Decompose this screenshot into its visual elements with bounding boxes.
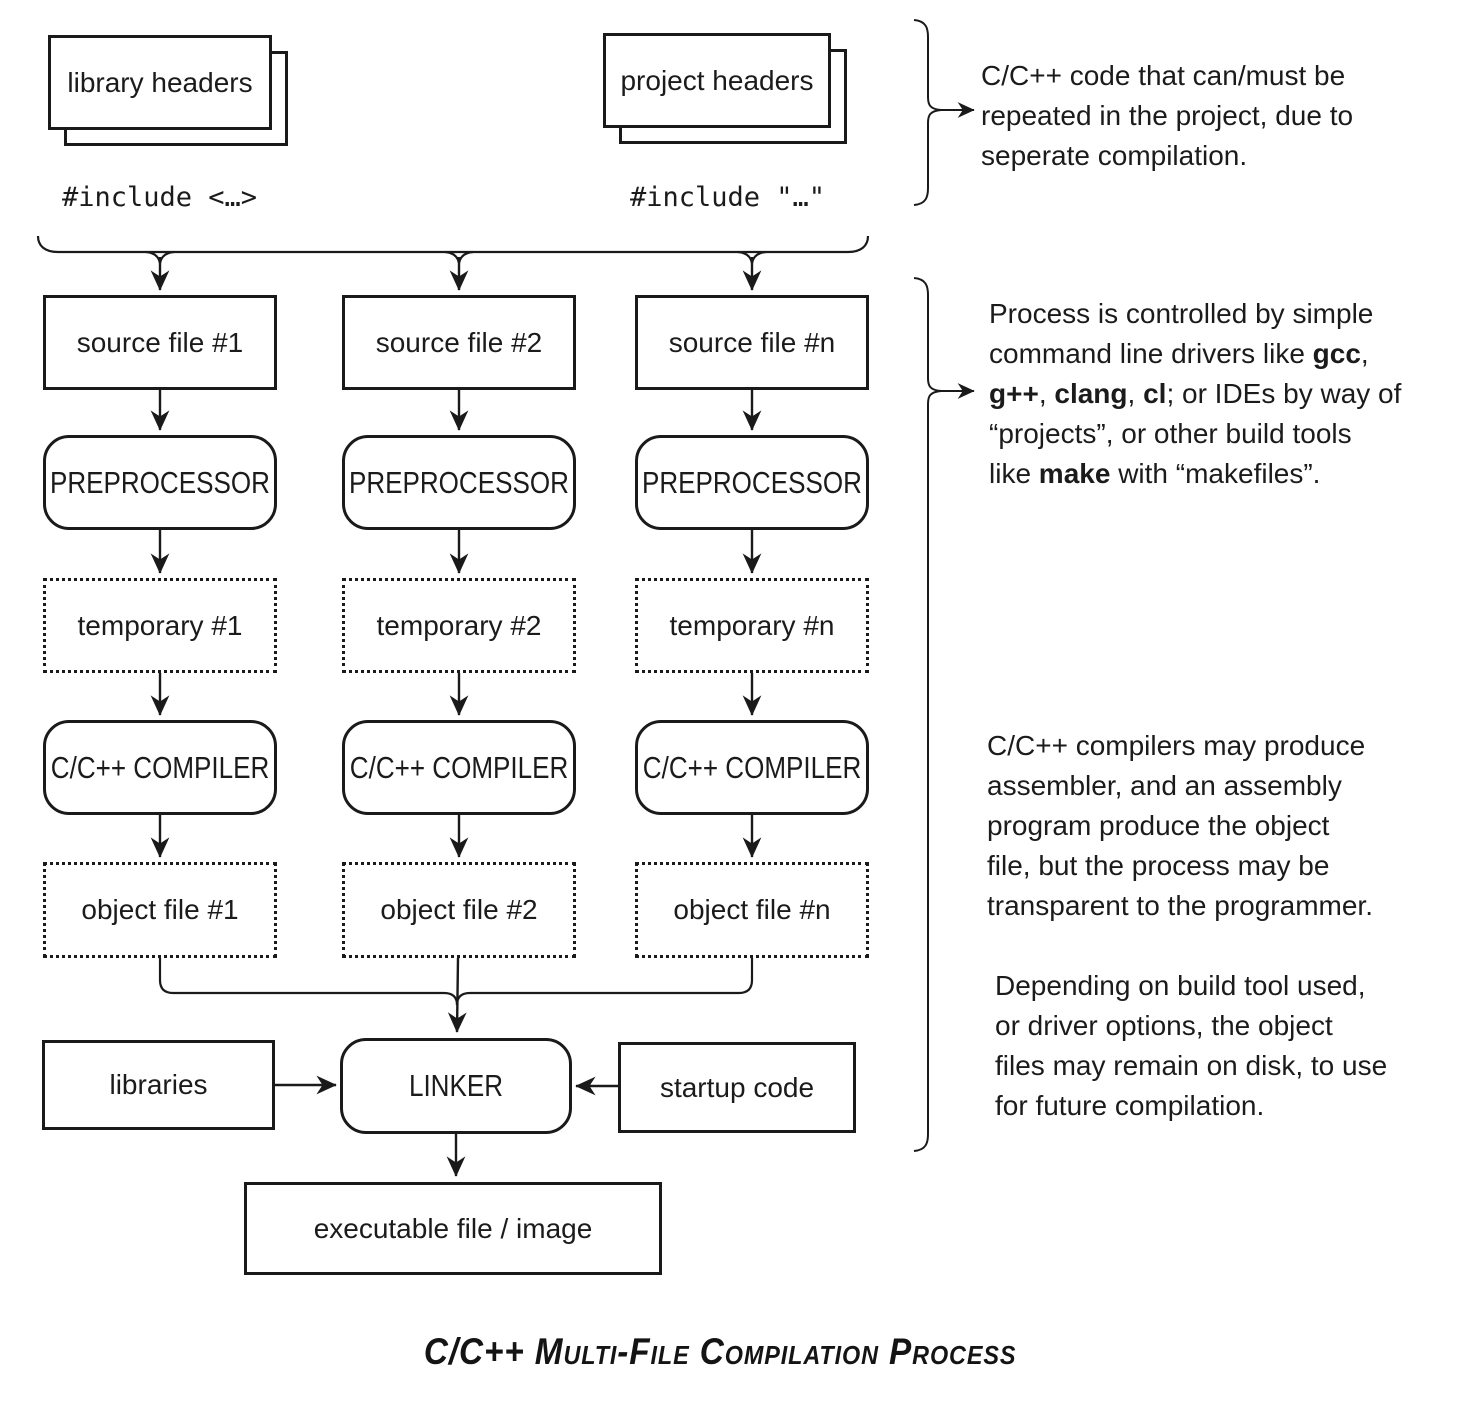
merge-center-arrow <box>447 957 467 1033</box>
diagram-title-row: C/C++ Multi-File Compilation Process <box>0 1331 1440 1373</box>
project-headers-front: project headers <box>603 33 831 128</box>
preprocessor-2-box: PREPROCESSOR <box>342 435 576 530</box>
object-merge-lines <box>158 957 754 1033</box>
annotation-line: program produce the object <box>987 810 1330 841</box>
preprocessor-1-label: PREPROCESSOR <box>50 464 270 500</box>
project-headers-box: project headers <box>603 33 847 144</box>
object-file-1-label: object file #1 <box>81 894 239 925</box>
object-file-2-label: object file #2 <box>380 894 538 925</box>
temporary-n-label: temporary #n <box>669 609 835 641</box>
startup-code-box: startup code <box>618 1042 856 1133</box>
annotation-line: “projects”, or other build tools <box>989 418 1352 449</box>
temporary-1-label: temporary #1 <box>77 609 243 641</box>
annotation-object-files: Depending on build tool used, or driver … <box>995 966 1387 1126</box>
annotation-line: g++, clang, cl; or IDEs by way of <box>989 378 1402 409</box>
annotation-line: seperate compilation. <box>981 140 1248 171</box>
project-headers-label: project headers <box>620 64 814 96</box>
compiler-1-box: C/C++ COMPILER <box>43 720 277 815</box>
drop-fillet-3 <box>737 250 767 264</box>
annotation-headers: C/C++ code that can/must be repeated in … <box>981 56 1353 176</box>
compiler-n-label: C/C++ COMPILER <box>642 749 862 785</box>
headers-brace <box>913 19 942 206</box>
preprocessor-2-label: PREPROCESSOR <box>349 464 569 500</box>
annotation-line: file, but the process may be <box>987 850 1330 881</box>
preprocessor-n-label: PREPROCESSOR <box>642 464 862 500</box>
object-file-n-box: object file #n <box>635 862 869 958</box>
annotation-line: repeated in the project, due to <box>981 100 1354 131</box>
process-brace <box>913 277 942 1152</box>
annotation-line: for future compilation. <box>995 1090 1265 1121</box>
drop-fillet-1 <box>145 250 175 264</box>
source-file-2-box: source file #2 <box>342 295 576 390</box>
library-headers-front: library headers <box>48 35 272 130</box>
temporary-2-label: temporary #2 <box>376 609 542 641</box>
executable-box: executable file / image <box>244 1182 662 1275</box>
object-file-2-box: object file #2 <box>342 862 576 958</box>
annotation-line: C/C++ code that can/must be <box>981 60 1346 91</box>
preprocessor-n-box: PREPROCESSOR <box>635 435 869 530</box>
source-file-1-label: source file #1 <box>76 326 244 358</box>
compiler-2-box: C/C++ COMPILER <box>342 720 576 815</box>
annotation-line: Depending on build tool used, <box>995 970 1366 1001</box>
diagram-title: C/C++ Multi-File Compilation Process <box>423 1331 1017 1372</box>
source-file-n-box: source file #n <box>635 295 869 390</box>
compiler-2-label: C/C++ COMPILER <box>349 749 569 785</box>
annotation-line: or driver options, the object <box>995 1010 1333 1041</box>
collector-line <box>36 235 870 254</box>
annotation-line: files may remain on disk, to use <box>995 1050 1388 1081</box>
object-file-n-label: object file #n <box>673 894 831 925</box>
library-include-directive: #include <…> <box>62 182 258 213</box>
libraries-box: libraries <box>42 1040 275 1130</box>
annotation-line: assembler, and an assembly <box>987 770 1342 801</box>
temporary-2-box: temporary #2 <box>342 578 576 673</box>
library-headers-label: library headers <box>67 66 253 98</box>
executable-label: executable file / image <box>313 1212 593 1244</box>
annotation-line: C/C++ compilers may produce <box>987 730 1366 761</box>
annotation-line: like make with “makefiles”. <box>989 458 1321 489</box>
drop-fillet-2 <box>444 250 474 264</box>
annotation-process: Process is controlled by simple command … <box>989 294 1401 494</box>
linker-box: LINKER <box>340 1038 572 1134</box>
project-include-directive: #include "…" <box>630 182 826 213</box>
source-file-1-box: source file #1 <box>43 295 277 390</box>
annotation-compilers: C/C++ compilers may produce assembler, a… <box>987 726 1373 926</box>
merge-right <box>455 958 754 1006</box>
annotation-line: Process is controlled by simple <box>989 298 1374 329</box>
temporary-1-box: temporary #1 <box>43 578 277 673</box>
temporary-n-box: temporary #n <box>635 578 869 673</box>
annotation-line: command line drivers like gcc, <box>989 338 1369 369</box>
preprocessor-1-box: PREPROCESSOR <box>43 435 277 530</box>
libraries-label: libraries <box>109 1069 208 1100</box>
merge-left <box>158 958 459 1006</box>
compiler-1-label: C/C++ COMPILER <box>50 749 270 785</box>
library-headers-box: library headers <box>48 35 288 146</box>
startup-code-label: startup code <box>659 1071 815 1103</box>
headers-distribution-line <box>36 235 870 291</box>
annotation-line: transparent to the programmer. <box>987 890 1373 921</box>
compiler-n-box: C/C++ COMPILER <box>635 720 869 815</box>
object-file-1-box: object file #1 <box>43 862 277 958</box>
annotation-braces <box>913 19 975 1152</box>
source-file-2-label: source file #2 <box>375 326 543 358</box>
source-file-n-label: source file #n <box>668 326 836 358</box>
linker-label: LINKER <box>408 1068 504 1103</box>
